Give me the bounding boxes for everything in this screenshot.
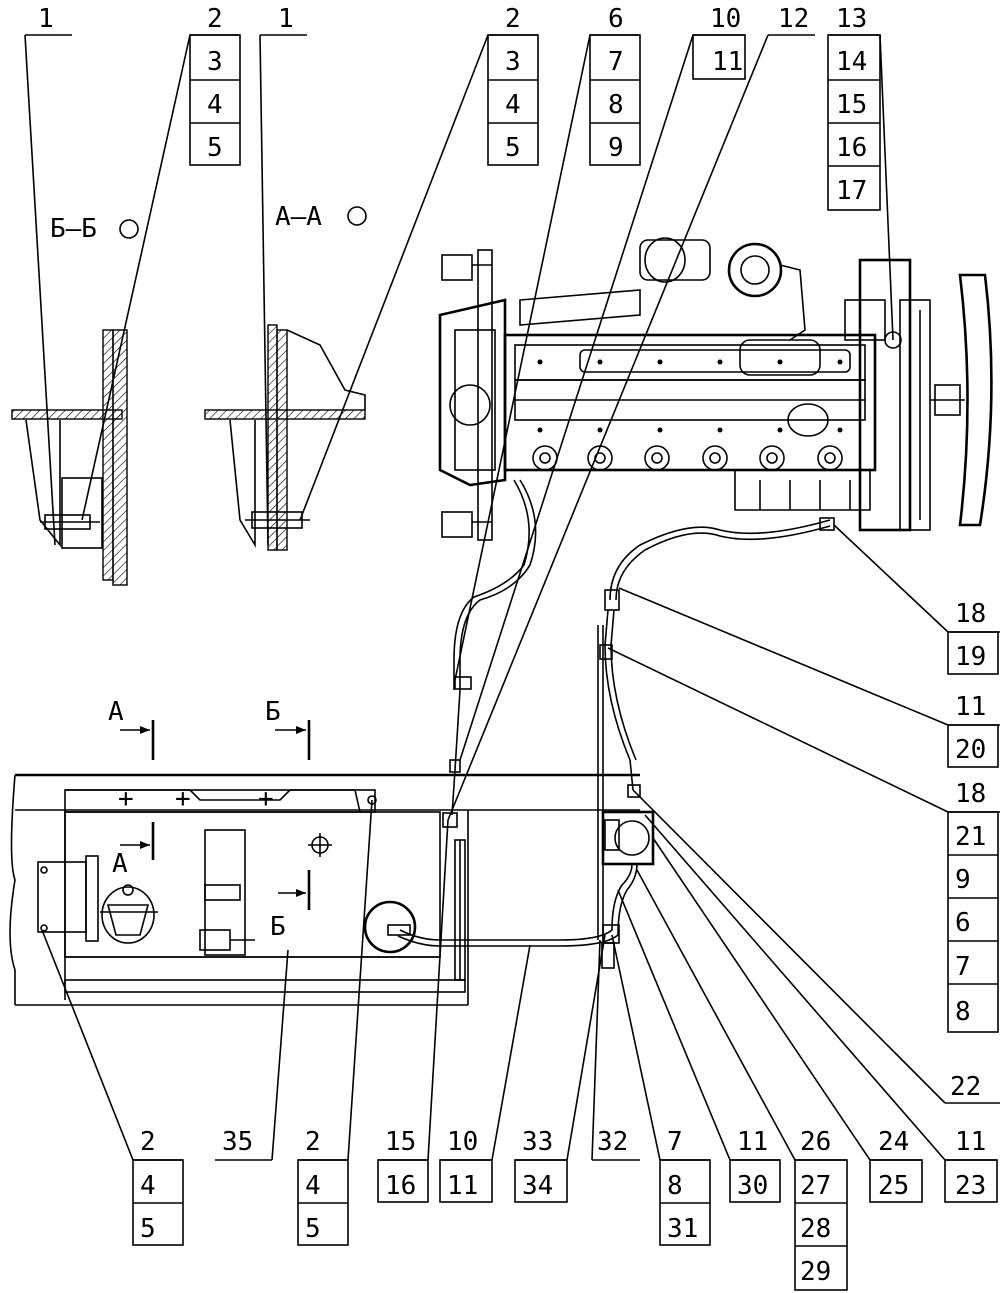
callout-26: 26 [800, 1127, 831, 1157]
callout-5b: 5 [505, 133, 521, 163]
callout-11: 11 [712, 47, 743, 77]
callout-13: 13 [836, 4, 867, 34]
callout-2-b2: 2 [305, 1127, 321, 1157]
callout-5: 5 [207, 133, 223, 163]
callout-5-bl: 5 [140, 1214, 156, 1244]
callout-22: 22 [950, 1072, 981, 1102]
callout-31: 31 [667, 1214, 698, 1244]
section-label-bb: Б–Б [50, 214, 97, 244]
marker-a-top: А [108, 697, 124, 727]
svg-text:+: + [118, 784, 134, 814]
callout-12: 12 [778, 4, 809, 34]
callout-1b: 1 [278, 4, 294, 34]
callout-11d: 11 [955, 1127, 986, 1157]
callout-4-b2: 4 [305, 1171, 321, 1201]
callout-2b: 2 [505, 4, 521, 34]
callout-19: 19 [955, 642, 986, 672]
pipe-routing [397, 479, 835, 981]
callout-11c: 11 [737, 1127, 768, 1157]
callout-14: 14 [836, 47, 867, 77]
section-label-aa: А–А [275, 202, 322, 232]
callout-3b: 3 [505, 47, 521, 77]
callout-28: 28 [800, 1214, 831, 1244]
callout-9: 9 [608, 133, 624, 163]
callout-17: 17 [836, 176, 867, 206]
callout-10: 10 [710, 4, 741, 34]
callout-29: 29 [800, 1257, 831, 1287]
callout-6r: 6 [955, 908, 971, 938]
callout-16: 16 [836, 133, 867, 163]
callout-4: 4 [207, 90, 223, 120]
callout-8r: 8 [955, 997, 971, 1027]
svg-text:+: + [175, 784, 191, 814]
callout-24: 24 [878, 1127, 909, 1157]
callout-15b: 15 [385, 1127, 416, 1157]
callout-7b: 7 [667, 1127, 683, 1157]
svg-text:+: + [258, 784, 274, 814]
callout-18b: 18 [955, 779, 986, 809]
callout-group-right: 18 19 11 20 18 21 9 6 7 8 22 [607, 524, 1000, 1104]
callout-8: 8 [608, 90, 624, 120]
callout-25: 25 [878, 1171, 909, 1201]
callout-27: 27 [800, 1171, 831, 1201]
exhaust-ports [532, 445, 843, 471]
callout-21: 21 [955, 822, 986, 852]
tank-frame: + + + А Б [9, 697, 640, 1006]
block-bolts [537, 359, 843, 433]
callout-7r: 7 [955, 952, 971, 982]
callout-9r: 9 [955, 865, 971, 895]
callout-30: 30 [737, 1171, 768, 1201]
callout-7: 7 [608, 47, 624, 77]
marker-a-inner: А [112, 849, 128, 879]
callout-4b: 4 [505, 90, 521, 120]
marker-b-top: Б [265, 697, 281, 727]
callout-8b: 8 [667, 1171, 683, 1201]
callout-20: 20 [955, 735, 986, 765]
callout-group-top-left: 1 2 3 4 5 1 2 3 4 5 6 7 8 9 [24, 4, 894, 821]
section-view-bb: Б–Б [11, 214, 139, 586]
callout-33: 33 [522, 1127, 553, 1157]
callout-15: 15 [836, 90, 867, 120]
engine-assembly [438, 237, 993, 541]
callout-34: 34 [522, 1171, 553, 1201]
callout-1: 1 [38, 4, 54, 34]
section-view-aa: А–А [204, 202, 367, 551]
callout-group-bottom: 2 4 5 35 2 4 5 15 16 10 11 33 34 [41, 799, 998, 1291]
callout-3: 3 [207, 47, 223, 77]
section-markers: А Б А Б [108, 697, 311, 942]
callout-23: 23 [955, 1171, 986, 1201]
callout-32: 32 [597, 1127, 628, 1157]
callout-35: 35 [222, 1127, 253, 1157]
callout-4-bl: 4 [140, 1171, 156, 1201]
callout-11r: 11 [955, 692, 986, 722]
callout-2-bl: 2 [140, 1127, 156, 1157]
callout-16b: 16 [385, 1171, 416, 1201]
callout-10b: 10 [447, 1127, 478, 1157]
callout-18: 18 [955, 599, 986, 629]
callout-6: 6 [608, 4, 624, 34]
callout-2: 2 [207, 4, 223, 34]
callout-11b: 11 [447, 1171, 478, 1201]
marker-b-inner: Б [270, 912, 286, 942]
callout-5-b2: 5 [305, 1214, 321, 1244]
